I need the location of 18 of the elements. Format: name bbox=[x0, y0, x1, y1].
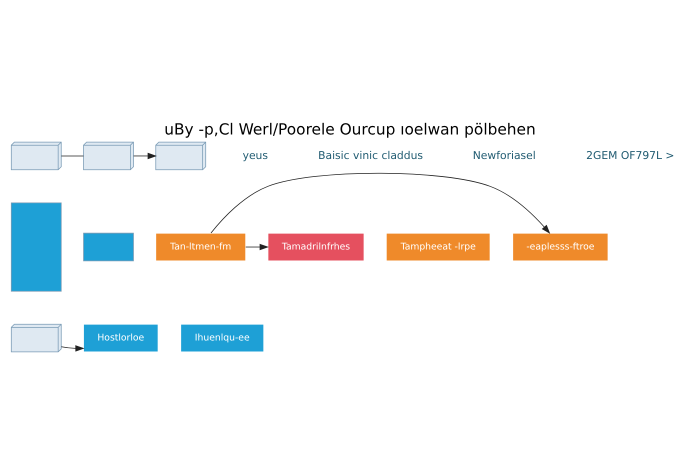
node-box: Hostlorloe bbox=[83, 323, 158, 352]
arrow bbox=[133, 152, 157, 159]
node-box: Tamadrilnfrhes bbox=[268, 232, 364, 261]
node-box bbox=[83, 232, 134, 261]
arrow bbox=[60, 344, 85, 352]
label: 2GEM OF797L > bbox=[586, 148, 674, 162]
label: Newforiasel bbox=[472, 148, 536, 162]
arrow bbox=[210, 172, 550, 234]
diagram-title: uBy -p,Cl Werl/Poorele Ourcup ıoelwan pölbehen bbox=[164, 120, 536, 138]
connector bbox=[61, 155, 84, 156]
node-box: Tampheeat -lrpe bbox=[386, 232, 490, 261]
node-box: Tan-ltmen-fm bbox=[155, 232, 246, 261]
label: yeus bbox=[242, 148, 268, 162]
label: Baisic vinic claddus bbox=[318, 148, 423, 162]
node-box: Ihuenlqu-ee bbox=[180, 323, 264, 352]
arrow bbox=[245, 243, 269, 250]
node-box: -eaplesss-ftroe bbox=[512, 232, 608, 261]
node-box bbox=[10, 202, 62, 292]
